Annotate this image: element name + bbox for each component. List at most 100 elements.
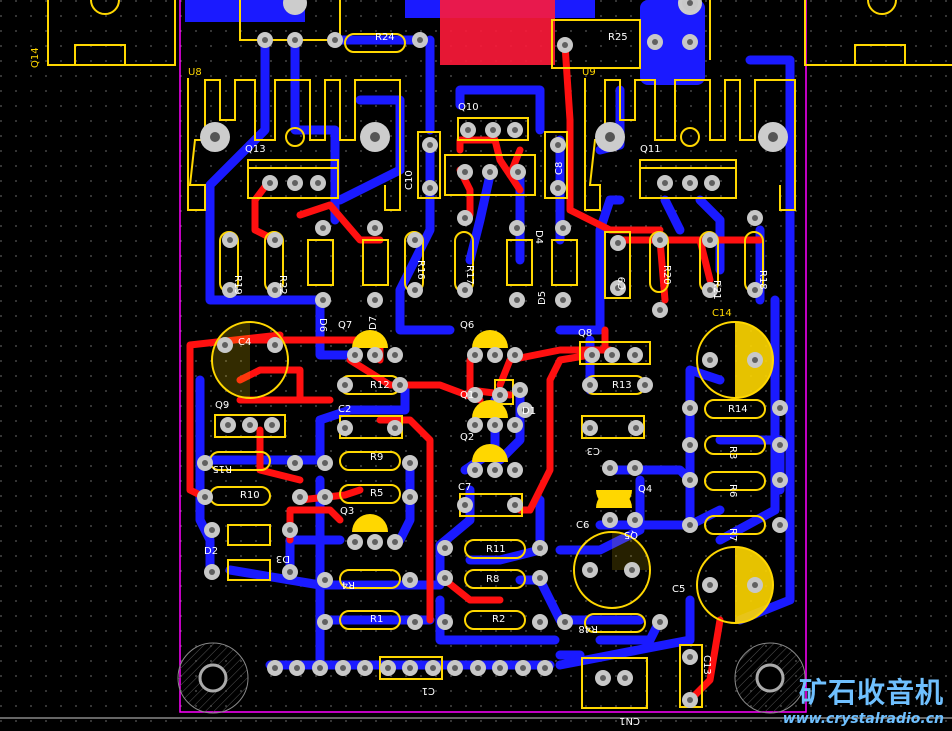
pad-hole xyxy=(522,407,528,413)
pad-hole xyxy=(392,425,398,431)
pad-hole xyxy=(657,619,663,625)
pad-hole xyxy=(287,527,293,533)
pad-hole xyxy=(427,185,433,191)
pad-hole xyxy=(512,502,518,508)
pad-hole xyxy=(777,477,783,483)
designator-c4: C4 xyxy=(238,337,251,348)
pad-hole xyxy=(687,697,693,703)
pad-hole xyxy=(687,39,693,45)
watermark: 矿石收音机 www.crystalradio.cn xyxy=(783,671,944,727)
designator-c10: C10 xyxy=(404,170,415,190)
pad-hole xyxy=(407,460,413,466)
pad-hole xyxy=(687,180,693,186)
designator-c5: C5 xyxy=(672,584,685,595)
pad-hole xyxy=(372,225,378,231)
designator-d2: D2 xyxy=(204,546,218,557)
pad-hole xyxy=(315,180,321,186)
pad-hole xyxy=(687,654,693,660)
pad-hole xyxy=(352,539,358,545)
designator-d7: D7 xyxy=(368,316,379,330)
designator-q13: Q13 xyxy=(245,144,266,155)
designator-r13: R13 xyxy=(612,380,632,391)
pad-hole xyxy=(657,237,663,243)
designator-r3: R3 xyxy=(727,446,738,459)
pad-hole xyxy=(632,517,638,523)
designator-r8: R8 xyxy=(486,574,499,585)
pad-hole xyxy=(417,37,423,43)
pad-hole xyxy=(555,142,561,148)
designator-r24: R24 xyxy=(375,32,395,43)
designator-q2: Q2 xyxy=(460,432,474,443)
pad-hole xyxy=(292,37,298,43)
pad-hole xyxy=(632,352,638,358)
pad-hole xyxy=(442,545,448,551)
designator-c14: C14 xyxy=(712,308,732,319)
pad-hole xyxy=(537,545,543,551)
pad-hole xyxy=(512,352,518,358)
pad-hole xyxy=(247,422,253,428)
pad-hole xyxy=(560,225,566,231)
pad-hole xyxy=(687,442,693,448)
pad-hole xyxy=(297,494,303,500)
pad-hole xyxy=(555,185,561,191)
pad-hole xyxy=(209,527,215,533)
pad-hole xyxy=(514,225,520,231)
designator-c7: C7 xyxy=(458,482,471,493)
pad-hole xyxy=(752,287,758,293)
designator-d1: D1 xyxy=(522,406,536,417)
pad-hole xyxy=(472,352,478,358)
pad-hole xyxy=(777,522,783,528)
designator-r2: R2 xyxy=(492,614,505,625)
pad-hole xyxy=(497,665,503,671)
pad-hole xyxy=(472,467,478,473)
designator-r22: R22 xyxy=(277,275,288,295)
pad-hole xyxy=(490,127,496,133)
pad-hole xyxy=(709,180,715,186)
designator-q10: Q10 xyxy=(458,102,479,113)
pad-hole xyxy=(752,215,758,221)
designator-c2: C2 xyxy=(338,404,351,415)
designator-u8: U8 xyxy=(188,67,202,78)
designator-r5: R5 xyxy=(370,488,383,499)
pad-hole xyxy=(562,619,568,625)
pad-hole xyxy=(462,287,468,293)
designator-c1: C1 xyxy=(422,685,435,696)
pad-hole xyxy=(392,539,398,545)
designator-r9: R9 xyxy=(370,452,383,463)
designator-q1: Q1 xyxy=(460,390,474,401)
pad-hole xyxy=(512,127,518,133)
pad-hole xyxy=(452,665,458,671)
pad-hole xyxy=(320,225,326,231)
pad-hole xyxy=(412,237,418,243)
pad-hole xyxy=(392,352,398,358)
pad-hole xyxy=(515,169,521,175)
designator-r25: R25 xyxy=(608,32,628,43)
pad-hole xyxy=(262,37,268,43)
pad-hole xyxy=(492,352,498,358)
pad-hole xyxy=(687,522,693,528)
designator-q8: Q8 xyxy=(578,328,592,339)
pad-hole xyxy=(202,494,208,500)
pad-hole xyxy=(752,357,758,363)
pad-hole xyxy=(609,352,615,358)
designator-r1: R1 xyxy=(370,614,383,625)
pad-hole xyxy=(294,665,300,671)
pad-hole xyxy=(385,665,391,671)
designator-c6: C6 xyxy=(576,520,589,531)
pad-hole xyxy=(412,619,418,625)
designator-c8: C8 xyxy=(554,162,565,175)
pad-hole xyxy=(442,575,448,581)
designator-r6: R6 xyxy=(727,484,738,497)
pad-hole xyxy=(407,494,413,500)
designator-q9: Q9 xyxy=(215,400,229,411)
pad-hole xyxy=(322,460,328,466)
pad-hole xyxy=(227,287,233,293)
pad-hole xyxy=(222,342,228,348)
pad-hole xyxy=(707,357,713,363)
pad-hole xyxy=(292,180,298,186)
pad-hole xyxy=(587,425,593,431)
designator-r15: R15 xyxy=(212,463,232,474)
